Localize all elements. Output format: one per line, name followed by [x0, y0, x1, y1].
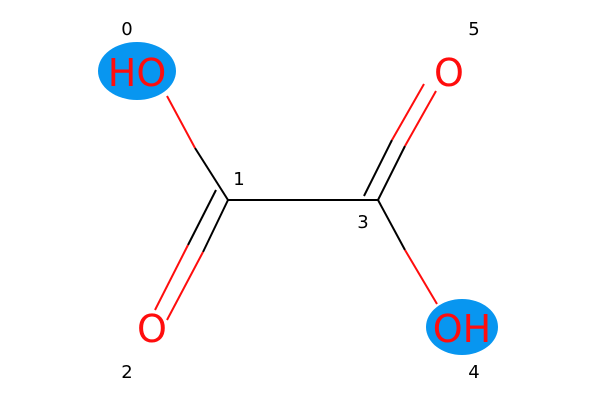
atom-0-highlight [98, 42, 176, 100]
atom-0-index: 0 [121, 19, 132, 40]
bonds [154, 83, 438, 321]
atom-4-index: 4 [468, 362, 479, 383]
atom-4-highlight [426, 299, 498, 355]
atom-5-label: O [434, 51, 464, 95]
atom-index-labels: 0 1 2 3 4 5 [121, 19, 479, 383]
atom-0-label: HO [108, 51, 166, 95]
atom-3-index: 3 [357, 212, 368, 233]
bond-0-1 [166, 95, 229, 201]
atom-2-index: 2 [121, 362, 132, 383]
atom-highlights [98, 42, 498, 355]
bond-3-5 [363, 83, 437, 201]
atom-4-label: OH [433, 307, 491, 351]
atom-2-label: O [137, 307, 167, 351]
bond-3-4 [377, 199, 438, 305]
atom-1-index: 1 [233, 169, 244, 190]
atom-labels: HO O OH O [108, 51, 491, 351]
atom-5-index: 5 [468, 19, 479, 40]
bond-1-2 [154, 189, 229, 321]
